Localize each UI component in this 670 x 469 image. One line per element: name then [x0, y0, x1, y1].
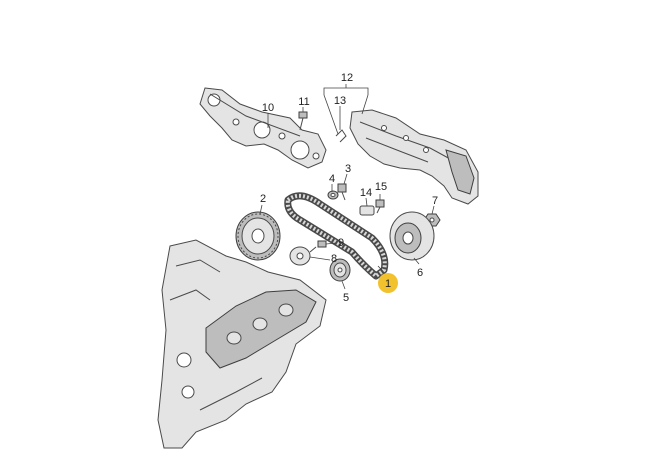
callout-6: 6	[417, 267, 423, 279]
spacer-14	[359, 205, 375, 216]
camshaft-sprocket	[235, 211, 281, 261]
callout-14: 14	[360, 187, 372, 199]
callout-2: 2	[260, 193, 266, 205]
engine-block	[157, 239, 327, 449]
bolt-9	[309, 240, 327, 253]
bolt-15	[375, 199, 385, 214]
clip-13	[335, 129, 347, 143]
callout-7: 7	[432, 195, 438, 207]
bolt-3	[337, 183, 347, 201]
callout-5: 5	[343, 292, 349, 304]
callout-1: 1	[385, 278, 391, 290]
upper-timing-cover	[349, 109, 479, 205]
callout-12: 12	[341, 72, 353, 84]
leader-lines	[259, 84, 435, 290]
idler-roller	[329, 258, 351, 282]
timing-belt	[284, 192, 389, 280]
callout-8: 8	[331, 253, 337, 265]
bolt-11	[298, 111, 308, 131]
callout-11: 11	[298, 96, 309, 108]
tensioner-roller	[289, 246, 311, 266]
callout-3: 3	[345, 163, 351, 175]
callout-1-highlight	[378, 273, 398, 293]
washer-4	[327, 190, 339, 200]
crankshaft-pulley	[389, 211, 435, 261]
callout-10: 10	[262, 102, 274, 114]
callout-4: 4	[329, 173, 335, 185]
callout-13: 13	[334, 95, 346, 107]
callout-9: 9	[338, 237, 344, 249]
callout-15: 15	[375, 181, 387, 193]
rear-timing-cover	[199, 87, 327, 169]
